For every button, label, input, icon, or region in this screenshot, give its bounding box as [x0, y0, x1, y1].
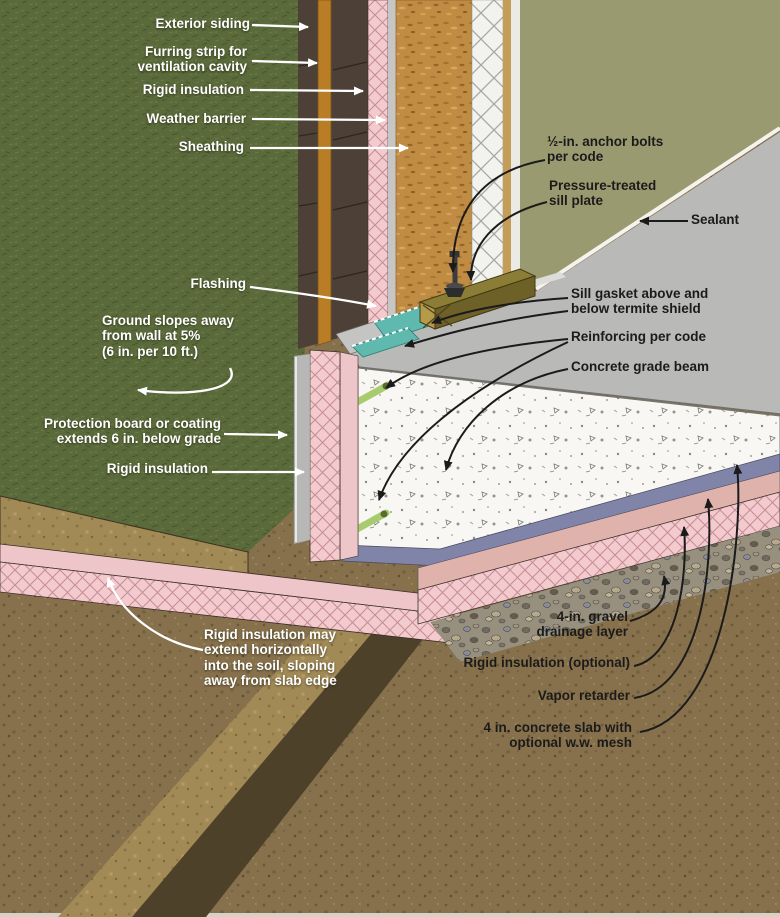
leader-sill-gasket-lower — [404, 310, 569, 348]
rebar-lower-tip — [380, 510, 388, 518]
soil-light-band — [58, 600, 388, 917]
leader-sill-gasket-upper — [431, 297, 569, 324]
concrete-floor-surface — [350, 132, 780, 414]
soil-dark-band — [132, 614, 424, 917]
drywall-edge — [511, 0, 520, 300]
interior-wall-surface — [520, 0, 780, 296]
leader-weather-barrier — [251, 115, 386, 125]
sealant-bead — [534, 126, 780, 291]
sheathing-layer — [395, 0, 473, 323]
leader-rigid-insulation-wall — [249, 86, 364, 96]
leader-grade-beam — [443, 368, 569, 471]
leader-rigid-insulation-horizontal — [106, 577, 204, 652]
leader-gravel — [629, 575, 671, 622]
grass-surface — [0, 0, 305, 552]
exterior-siding-layer — [298, 0, 368, 349]
leader-reinforcing-lower — [377, 341, 569, 501]
under-slab-insulation-top — [417, 470, 780, 591]
leader-sill-plate — [466, 201, 548, 281]
below-grade-insulation — [309, 349, 341, 563]
leader-vapor-retarder — [633, 498, 714, 699]
wall-stud — [503, 0, 511, 276]
slab-edge-line — [357, 366, 780, 415]
weather-barrier-layer — [388, 0, 396, 332]
termite-shield-lower — [351, 327, 420, 358]
protection-board — [293, 353, 311, 545]
wall-rigid-insulation-layer — [367, 0, 389, 335]
gravel-drainage-layer — [430, 526, 780, 662]
vapor-retarder-layer — [341, 453, 780, 567]
batt-insulation-layer — [471, 0, 504, 289]
bottom-edge-strip — [0, 913, 780, 917]
ground-slope-direction-arrow — [137, 367, 233, 396]
leader-insulation-optional — [633, 526, 690, 667]
leader-flashing — [249, 285, 377, 309]
anchor-bolt-head — [446, 282, 463, 290]
sill-plate-end-x — [422, 302, 453, 329]
leader-concrete-slab — [639, 464, 743, 733]
black-leaders — [377, 159, 743, 733]
leader-furring-strip — [251, 58, 318, 68]
under-slab-insulation-layer — [417, 491, 780, 625]
insulation-side-face — [339, 351, 359, 561]
leader-anchor-bolts — [448, 159, 546, 273]
white-leaders — [106, 22, 409, 652]
leader-reinforcing-upper — [385, 338, 569, 389]
leader-exterior-siding — [251, 22, 309, 32]
anchor-bolt-washer — [444, 288, 465, 297]
furring-strip-layer — [317, 0, 332, 346]
sill-gasket-lower — [351, 327, 409, 347]
leader-protection-board — [223, 430, 288, 440]
